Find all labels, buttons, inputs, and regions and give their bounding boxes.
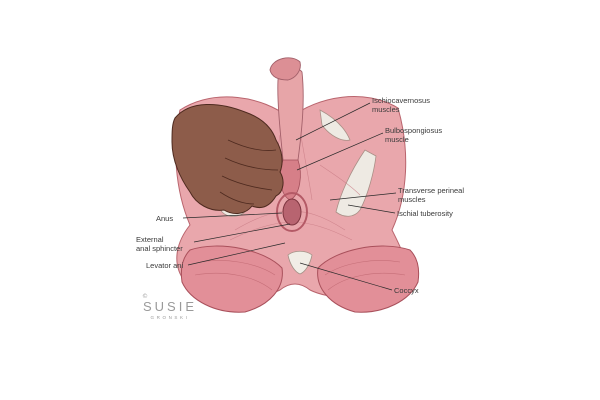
external-anal-sphincter-ring: [276, 192, 308, 232]
label-levator-ani: Levator ani: [146, 261, 184, 270]
leader-ischiocavernosus: [295, 102, 371, 141]
copyright-mark: ©: [142, 293, 148, 300]
right-gluteal-muscle: [317, 245, 420, 313]
gluteal-striations: [194, 260, 406, 291]
penis-glans: [269, 57, 301, 81]
leader-lines: [182, 102, 397, 291]
right-ischial-bone: [335, 149, 377, 217]
label-anus: Anus: [156, 214, 174, 223]
leader-bulbospongiosus: [296, 132, 384, 171]
label-ischiocavernosus-muscles: Ischiocavernosus muscles: [372, 96, 430, 114]
leader-anus: [182, 212, 283, 219]
label-external-anal-sphincter: External anal sphincter: [136, 235, 183, 253]
artist-name: SUSIE: [142, 299, 197, 314]
leader-levator-ani: [187, 242, 286, 266]
artist-signature-logo: © SUSIE GRONSKI: [140, 293, 200, 320]
right-pubic-bone: [319, 109, 351, 141]
finger-creases: [219, 139, 279, 205]
leader-external-anal-sphincter: [193, 223, 291, 243]
label-bulbospongiosus-muscle: Bulbospongiosus muscle: [385, 126, 443, 144]
coccyx-bone: [287, 250, 313, 275]
leader-coccyx: [299, 262, 393, 291]
leader-transverse-perineal: [329, 192, 397, 201]
leader-ischial-tuberosity: [347, 204, 396, 214]
label-coccyx: Coccyx: [394, 286, 419, 295]
anus-opening: [282, 198, 302, 226]
label-ischial-tuberosity: Ischial tuberosity: [397, 209, 453, 218]
artist-surname: GRONSKI: [150, 315, 190, 320]
label-transverse-perineal-muscles: Transverse perineal muscles: [398, 186, 465, 204]
